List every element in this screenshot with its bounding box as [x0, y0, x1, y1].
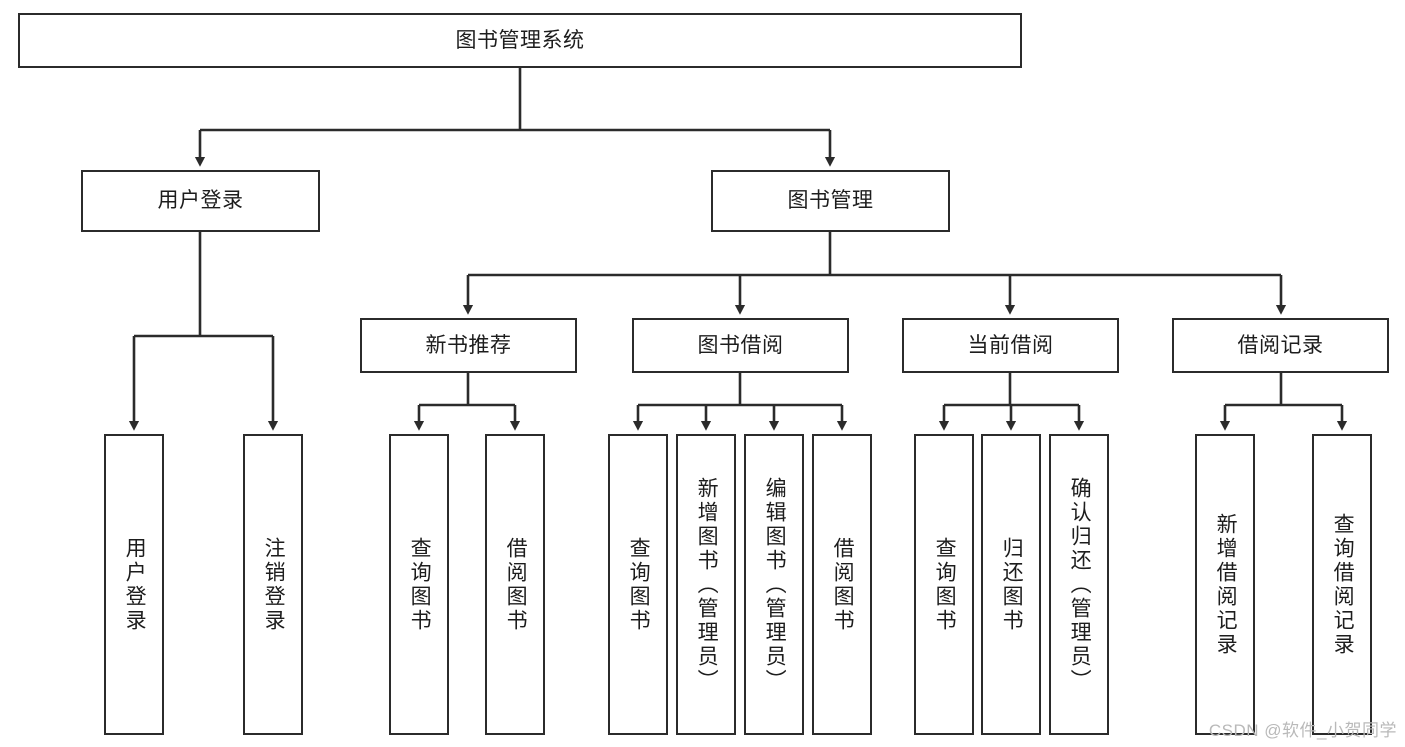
- node-user-login[interactable]: 用户登录: [81, 170, 320, 232]
- node-label: 查询借阅记录: [1331, 512, 1355, 657]
- node-label: 图书管理系统: [455, 28, 585, 52]
- node-book-management[interactable]: 图书管理: [711, 170, 950, 232]
- node-root-system[interactable]: 图书管理系统: [18, 13, 1022, 68]
- node-label: 用户登录: [123, 536, 147, 633]
- node-borrow-record[interactable]: 借阅记录: [1172, 318, 1389, 373]
- node-label: 查询图书: [933, 536, 957, 633]
- leaf-borrow-borrow-book[interactable]: 借阅图书: [812, 434, 872, 735]
- node-label: 用户登录: [157, 189, 244, 213]
- node-label: 图书借阅: [697, 333, 784, 357]
- node-label: 确认归还（管理员）: [1068, 476, 1092, 693]
- leaf-record-query-record[interactable]: 查询借阅记录: [1312, 434, 1372, 735]
- node-label: 新增借阅记录: [1214, 512, 1238, 657]
- leaf-record-add-record[interactable]: 新增借阅记录: [1195, 434, 1255, 735]
- node-current-borrow[interactable]: 当前借阅: [902, 318, 1119, 373]
- leaf-recommend-borrow-book[interactable]: 借阅图书: [485, 434, 545, 735]
- node-label: 图书管理: [787, 189, 874, 213]
- node-label: 借阅记录: [1237, 333, 1324, 357]
- leaf-user-login-logout[interactable]: 注销登录: [243, 434, 303, 735]
- leaf-borrow-edit-book-admin[interactable]: 编辑图书（管理员）: [744, 434, 804, 735]
- node-label: 查询图书: [627, 536, 651, 633]
- leaf-recommend-query-book[interactable]: 查询图书: [389, 434, 449, 735]
- node-label: 注销登录: [262, 536, 286, 633]
- csdn-watermark: CSDN @软件_小贺同学: [1208, 721, 1397, 740]
- node-book-borrow[interactable]: 图书借阅: [632, 318, 849, 373]
- node-label: 新增图书（管理员）: [695, 476, 719, 693]
- node-label: 借阅图书: [831, 536, 855, 633]
- leaf-borrow-add-book-admin[interactable]: 新增图书（管理员）: [676, 434, 736, 735]
- node-label: 借阅图书: [504, 536, 528, 633]
- node-label: 归还图书: [1000, 536, 1024, 633]
- leaf-current-return-book[interactable]: 归还图书: [981, 434, 1041, 735]
- leaf-current-query-book[interactable]: 查询图书: [914, 434, 974, 735]
- node-label: 编辑图书（管理员）: [763, 476, 787, 693]
- node-label: 新书推荐: [425, 333, 512, 357]
- node-label: 当前借阅: [967, 333, 1054, 357]
- leaf-user-login-login[interactable]: 用户登录: [104, 434, 164, 735]
- leaf-current-confirm-return-admin[interactable]: 确认归还（管理员）: [1049, 434, 1109, 735]
- node-label: 查询图书: [408, 536, 432, 633]
- node-new-book-recommend[interactable]: 新书推荐: [360, 318, 577, 373]
- leaf-borrow-query-book[interactable]: 查询图书: [608, 434, 668, 735]
